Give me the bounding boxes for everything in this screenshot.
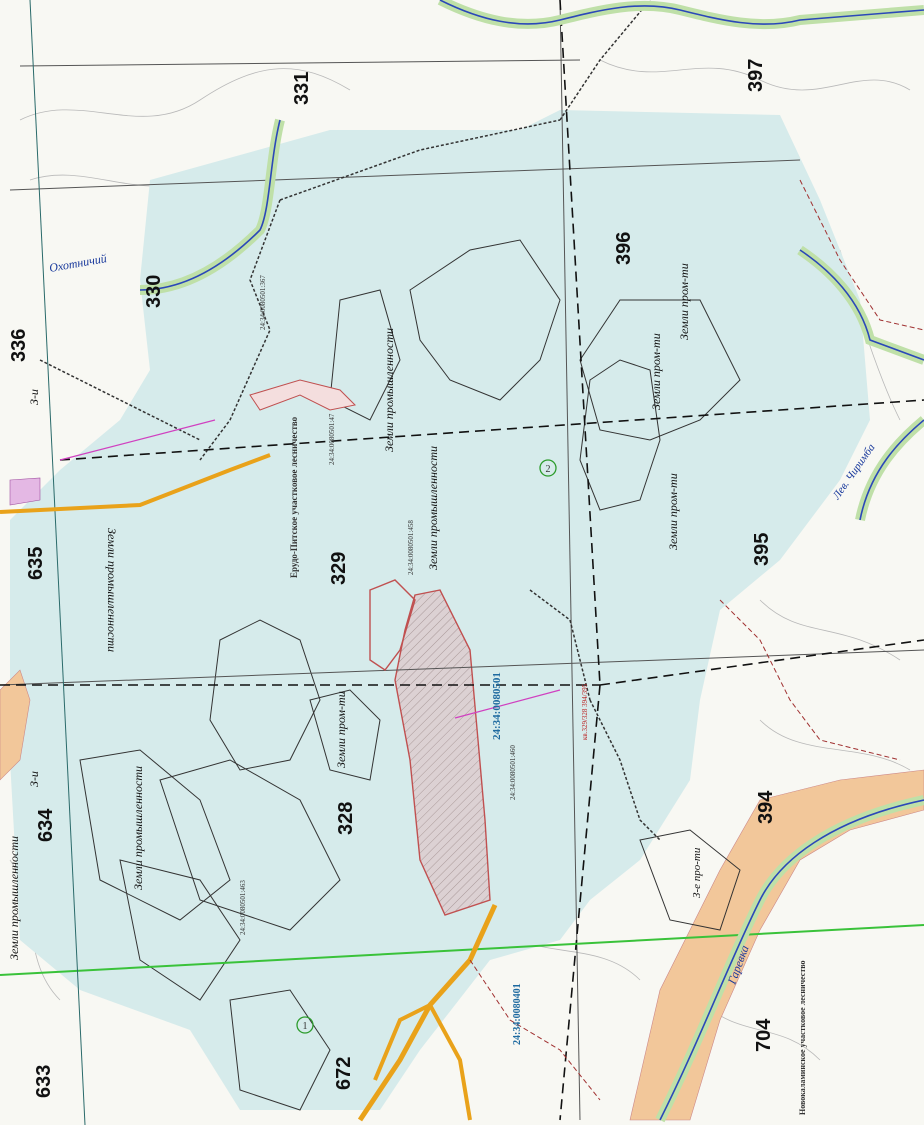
- magenta-line: [59, 419, 216, 461]
- circle-label-2: 2: [546, 464, 551, 475]
- zone-label-zemli-prom-1: Земли промышленности: [382, 328, 396, 452]
- red-note: кв.329/328 394/395: [581, 683, 589, 740]
- rivers: [139, 0, 924, 1123]
- quarter-634: 634: [35, 808, 57, 842]
- forestry-label-erudo: Ерудо-Питское участковое лесничество: [289, 416, 299, 578]
- road-bottom-left: [373, 1003, 431, 1081]
- quarter-394: 394: [755, 790, 777, 824]
- quarter-330: 330: [143, 275, 165, 308]
- circle-marker-1: [296, 1016, 314, 1034]
- pipelines: [39, 0, 661, 841]
- quarter-329: 329: [328, 552, 350, 585]
- parcel-boundaries: [79, 239, 741, 1111]
- quarter-396: 396: [613, 232, 635, 265]
- quarter-635: 635: [25, 547, 47, 580]
- parcel-label-463: 24:34:0080501:463: [239, 880, 247, 935]
- quarter-395: 395: [751, 533, 773, 566]
- zone-label-zemli-promti-2: Земли пром-ти: [649, 333, 663, 410]
- cadastre-block-501: 24:34:0080501: [491, 672, 503, 740]
- quarter-336: 336: [8, 329, 30, 362]
- quarter-397: 397: [745, 59, 767, 92]
- zone-label-zemli-prom-3: Земли промышленности: [105, 528, 119, 652]
- zone-labels: Земли промышленности Земли промышленност…: [7, 263, 703, 960]
- zone-label-zemli-prom-2: Земли промышленности: [426, 446, 440, 570]
- circle-label-1: 1: [303, 1021, 308, 1032]
- zone-label-zemli-prom-5: Земли промышленности: [7, 836, 21, 960]
- magenta-line-2: [454, 689, 561, 719]
- red-strip: [249, 379, 357, 411]
- quarter-633: 633: [33, 1065, 55, 1098]
- road-bottom-branch: [428, 1004, 472, 1121]
- zone-label-zemli-promti-4: Земли пром-ти: [334, 691, 348, 768]
- pink-patch: [9, 477, 41, 506]
- cadastre-block-401: 24:34:0080401: [512, 983, 523, 1045]
- hatched-parcel: [394, 589, 491, 916]
- quarter-328: 328: [335, 802, 357, 835]
- forestry-label-novokalami: Новокаламинское участковое лесничество: [798, 960, 807, 1115]
- parcel-label-460: 24:34:0080501:460: [509, 745, 517, 800]
- circle-marker-2: [539, 459, 557, 477]
- parcel-numbers: 24:34:0080501:47 24:34:0080501:458 24:34…: [239, 275, 517, 935]
- quarter-704: 704: [753, 1018, 775, 1052]
- parcel-label-367: 24:34:0080501:367: [259, 275, 267, 330]
- green-boundary: [0, 924, 924, 976]
- zone-label-z-i-1: З-и: [27, 389, 41, 405]
- quarter-672: 672: [333, 1057, 355, 1090]
- zone-label-zemli-promti-3: Земли пром-ти: [666, 473, 680, 550]
- red-tracks: [469, 179, 924, 1101]
- zone-label-z-e-promti: З-е про-ти: [691, 847, 703, 898]
- zone-label-zemli-promti-1: Земли пром-ти: [677, 263, 691, 340]
- quarter-numbers: 331 397 330 396 336 329 395 635 328 634 …: [8, 59, 777, 1098]
- zone-label-zemli-prom-4: Земли промышленности: [131, 766, 145, 890]
- parcel-label-47: 24:34:0080501:47: [328, 413, 336, 465]
- orange-strip-left: [0, 669, 31, 781]
- road-top: [0, 453, 271, 514]
- red-parcel-outline: [369, 579, 416, 671]
- parcel-label-458: 24:34:0080501:458: [407, 520, 415, 575]
- zone-label-z-i-2: З-и: [27, 771, 41, 787]
- teal-line: [29, 0, 86, 1125]
- quarter-331: 331: [291, 72, 313, 105]
